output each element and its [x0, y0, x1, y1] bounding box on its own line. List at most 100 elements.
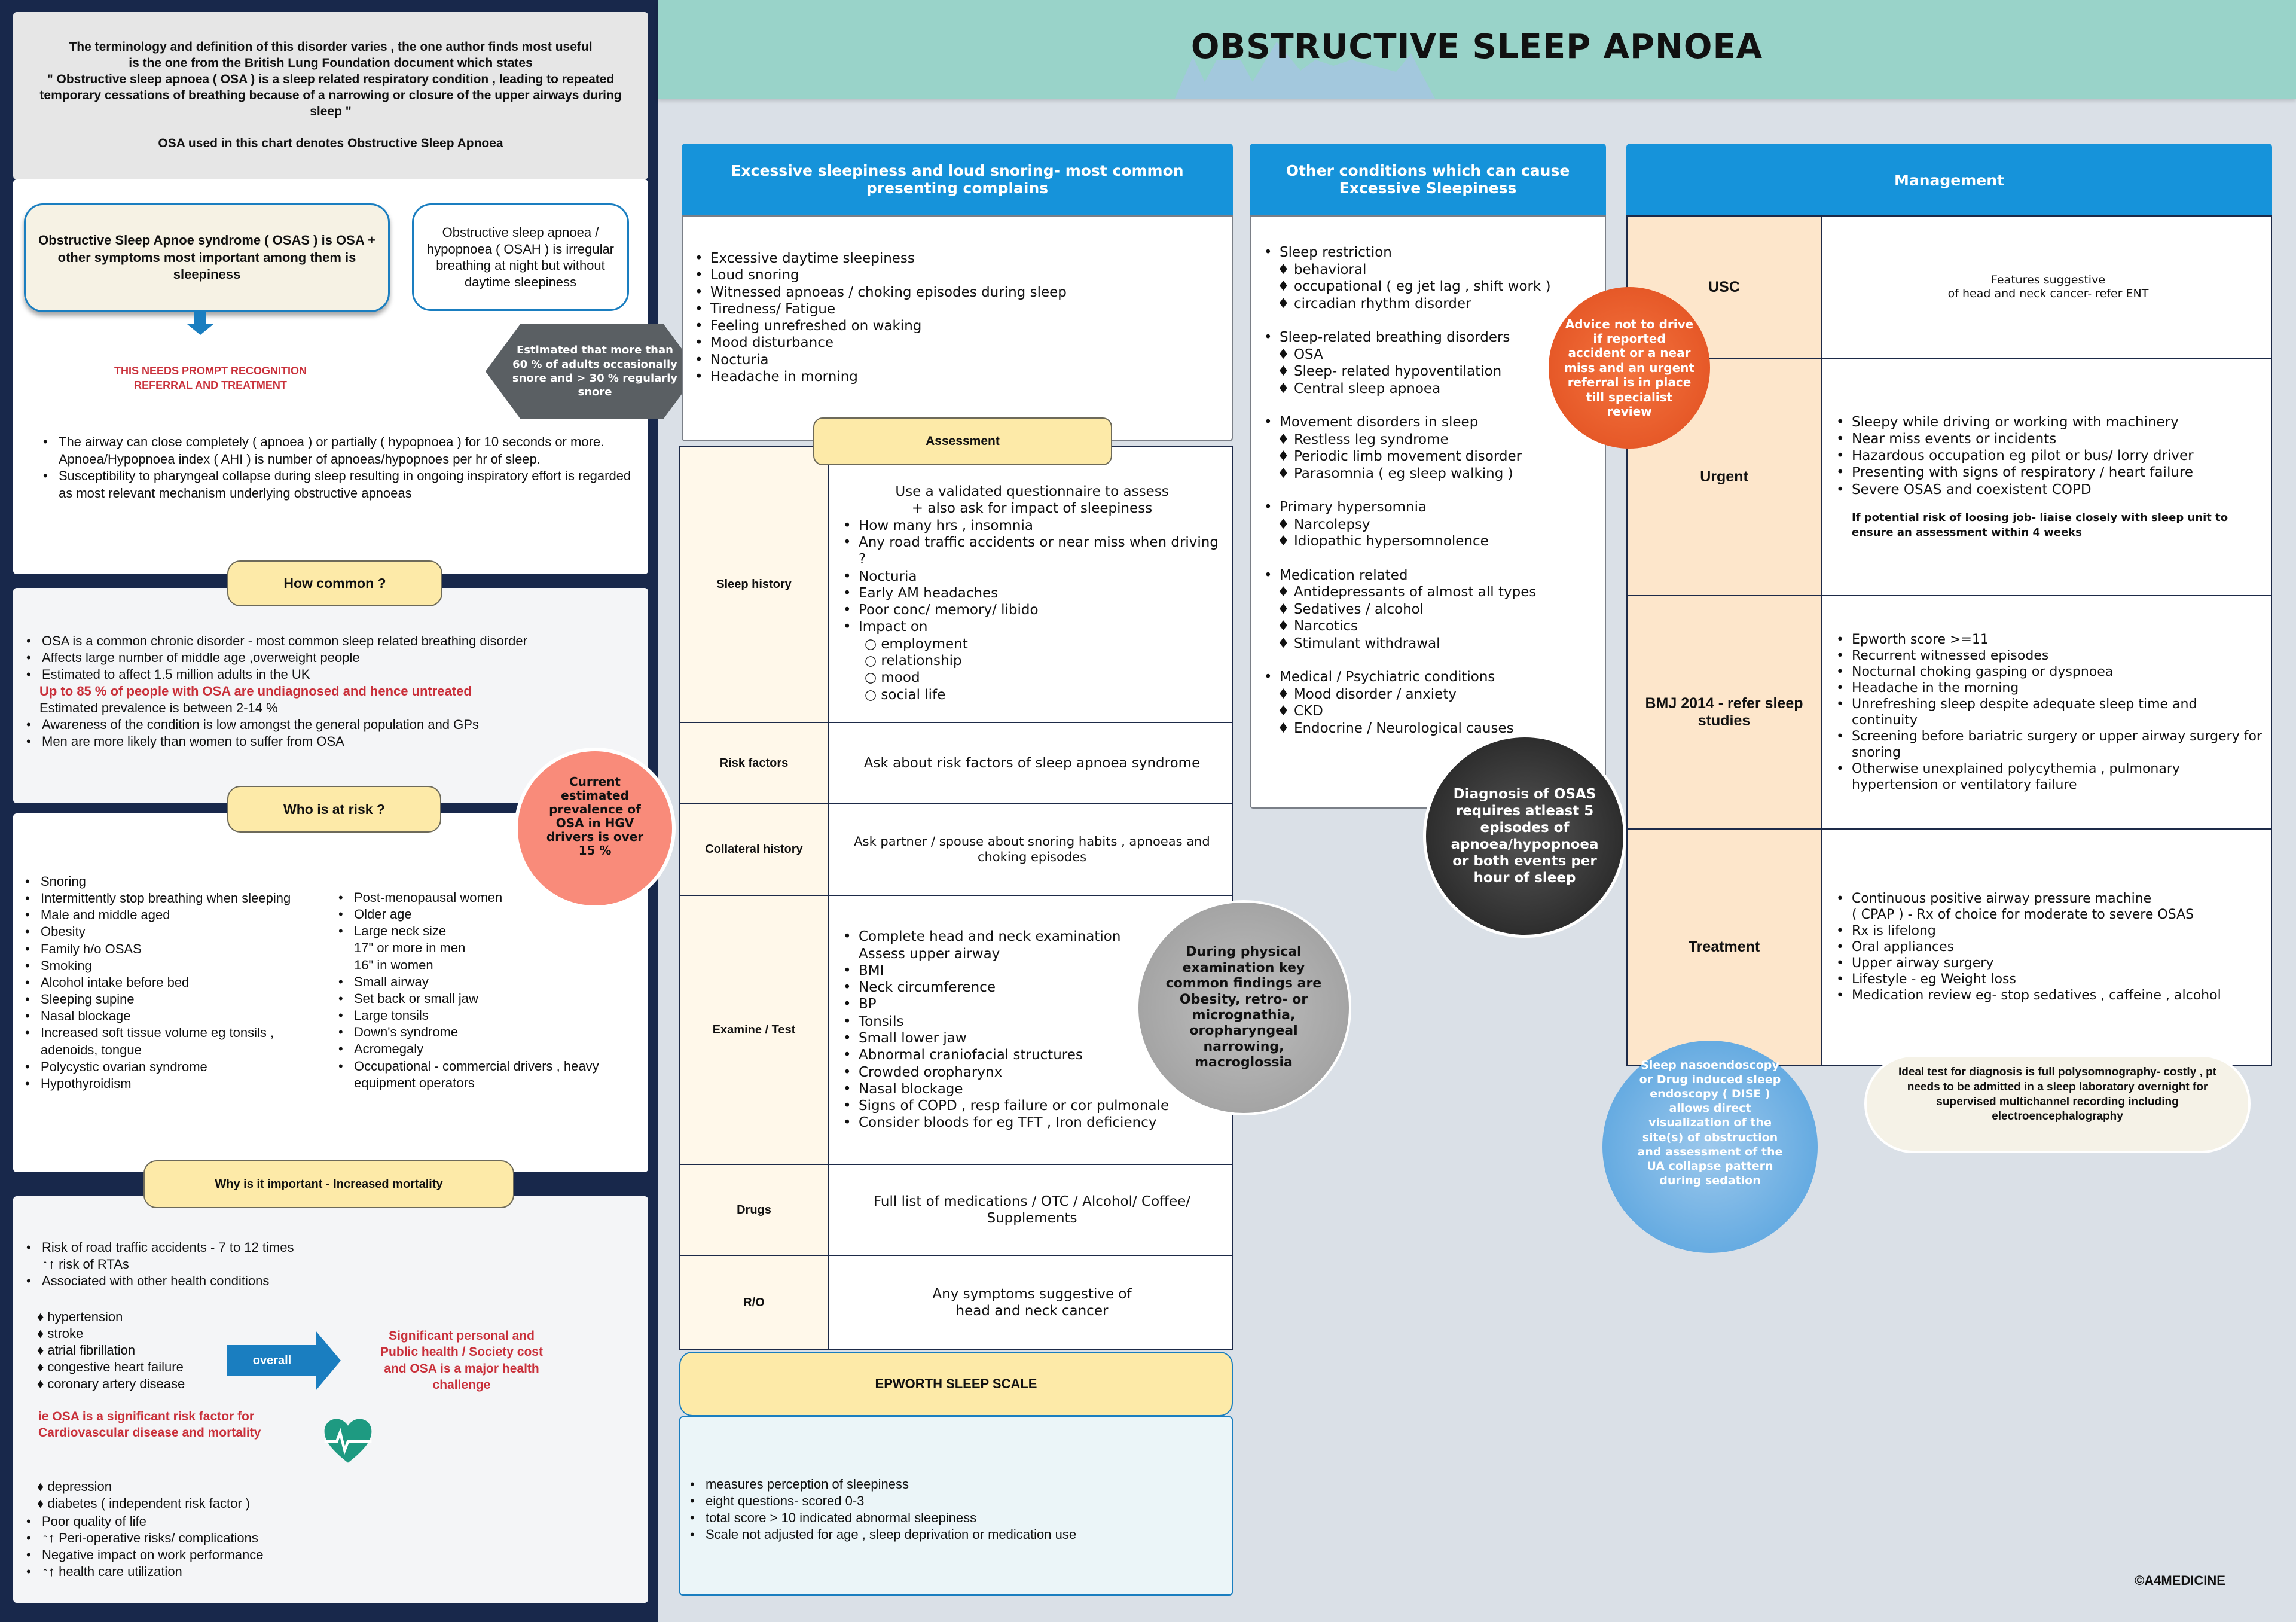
- collateral-history-label: Collateral history: [679, 803, 829, 896]
- condition-group: Sleep-related breathing disorders♦ OSA ♦ …: [1262, 329, 1551, 397]
- urgent-note: If potential risk of loosing job- liaise…: [1852, 511, 2228, 539]
- epworth-tab: EPWORTH SLEEP SCALE: [679, 1352, 1233, 1416]
- list-item: Presenting with signs of respiratory / h…: [1834, 464, 2263, 481]
- sleep-history-label: Sleep history: [679, 446, 829, 723]
- list-item: Risk of road traffic accidents - 7 to 12…: [24, 1239, 383, 1256]
- list-item: Oral appliances: [1834, 939, 2263, 955]
- list-item: Screening before bariatric surgery or up…: [1834, 728, 2263, 761]
- list-item: Witnessed apnoeas / choking episodes dur…: [692, 284, 1067, 301]
- list-item: ↑↑ health care utilization: [24, 1563, 383, 1580]
- list-item: ♦ Periodic limb movement disorder: [1277, 449, 1522, 465]
- list-item: Severe OSAS and coexistent COPD: [1834, 481, 2263, 499]
- presenting-list: Excessive daytime sleepinessLoud snoring…: [692, 250, 1067, 386]
- list-item: Polycystic ovarian syndrome: [23, 1059, 328, 1075]
- list-item: ○ relationship: [865, 653, 962, 669]
- treatment-cell: Continuous positive airway pressure mach…: [1821, 828, 2272, 1066]
- osas-definition-text: Obstructive Sleep Apnoe syndrome ( OSAS …: [38, 233, 375, 282]
- list-item: ♦ Narcolepsy: [1277, 516, 1370, 532]
- osah-definition-text: Obstructive sleep apnoea / hypopnoea ( O…: [426, 225, 615, 289]
- urgent-list: Sleepy while driving or working with mac…: [1834, 414, 2263, 499]
- list-item: Snoring: [23, 873, 328, 890]
- drugs-cell: Full list of medications / OTC / Alcohol…: [828, 1164, 1233, 1256]
- list-item: ♦ Endocrine / Neurological causes: [1277, 720, 1514, 736]
- diamond-bullet-icon: ♦: [1277, 533, 1294, 550]
- list-item: ↑↑ Peri-operative risks/ complications: [24, 1530, 383, 1547]
- neck-size-detail: 17" or more in men: [354, 940, 466, 956]
- list-item: BP: [841, 996, 1223, 1013]
- condition-group-title: Sleep-related breathing disorders: [1262, 329, 1551, 346]
- importance-tab: Why is it important - Increased mortalit…: [144, 1160, 514, 1208]
- list-item: Sleepy while driving or working with mac…: [1834, 414, 2263, 431]
- list-item: ♦ Sleep- related hypoventilation: [1277, 364, 1502, 380]
- diamond-bullet-icon: ♦: [1277, 346, 1294, 362]
- how-common-list: OSA is a common chronic disorder - most …: [24, 633, 640, 750]
- list-item: Tiredness/ Fatigue: [692, 301, 1067, 318]
- diamond-bullet-icon: ♦: [1277, 449, 1294, 465]
- list-item: ♦ Antidepressants of almost all types: [1277, 584, 1537, 600]
- diamond-bullet-icon: ♦: [1277, 364, 1294, 380]
- diamond-bullet-icon: ♦: [1277, 465, 1294, 481]
- list-item: Neck circumference: [841, 979, 1223, 996]
- impact-sub-list: ○ employment○ relationship○ mood○ social…: [841, 636, 1223, 703]
- list-item: Upper airway surgery: [1834, 955, 2263, 971]
- list-item: Nocturia: [841, 568, 1223, 586]
- circle-bullet-icon: ○: [865, 653, 881, 669]
- list-item: Affects large number of middle age ,over…: [24, 650, 640, 666]
- how-common-tab: How common ?: [227, 560, 442, 606]
- diamond-bullet-icon: ♦: [1277, 380, 1294, 397]
- risk-list-col1: SnoringIntermittently stop breathing whe…: [23, 873, 328, 1092]
- treatment-label: Treatment: [1626, 828, 1822, 1066]
- list-item: Mood disturbance: [692, 334, 1067, 352]
- diamond-bullet-icon: ♦: [37, 1309, 48, 1324]
- ro-cell: Any symptoms suggestive of head and neck…: [828, 1255, 1233, 1350]
- list-item: ♦ coronary artery disease: [37, 1376, 185, 1391]
- list-item: Alcohol intake before bed: [23, 974, 328, 991]
- diagnosis-criteria-callout: Diagnosis of OSAS requires atleast 5 epi…: [1423, 734, 1626, 938]
- bmj-label: BMJ 2014 - refer sleep studies: [1626, 595, 1822, 830]
- list-item: Sleeping supine: [23, 991, 328, 1008]
- list-item: Male and middle aged: [23, 907, 328, 923]
- list-item: ♦ OSA: [1277, 346, 1323, 362]
- page-title: OBSTRUCTIVE SLEEP APNOEA: [1190, 28, 1763, 66]
- list-item: Down's syndrome: [336, 1024, 647, 1041]
- list-item: ○ mood: [865, 670, 920, 686]
- driving-advice-callout: Advice not to drive if reported accident…: [1549, 287, 1710, 449]
- diamond-bullet-icon: ♦: [1277, 516, 1294, 532]
- list-item: Scale not adjusted for age , sleep depri…: [688, 1526, 1076, 1543]
- list-item: Consider bloods for eg TFT , Iron defici…: [841, 1114, 1223, 1132]
- circle-bullet-icon: ○: [865, 687, 881, 703]
- usc-cell: Features suggestive of head and neck can…: [1821, 215, 2272, 359]
- diamond-bullet-icon: ♦: [37, 1342, 48, 1358]
- examine-list: BMINeck circumferenceBPTonsilsSmall lowe…: [841, 962, 1223, 1132]
- list-item: ♦ hypertension: [37, 1309, 123, 1324]
- list-item: Small lower jaw: [841, 1030, 1223, 1047]
- diamond-bullet-icon: ♦: [1277, 279, 1294, 295]
- list-item: ○ employment: [865, 636, 968, 652]
- list-item: Nasal blockage: [23, 1008, 328, 1025]
- list-item: ♦ circadian rhythm disorder: [1277, 295, 1471, 312]
- rta-sub: ↑↑ risk of RTAs: [42, 1256, 129, 1272]
- heart-pulse-icon: [321, 1414, 375, 1468]
- epworth-list: measures perception of sleepinesseight q…: [688, 1476, 1076, 1544]
- presenting-header: Excessive sleepiness and loud snoring- m…: [682, 144, 1233, 215]
- list-item: Epworth score >=11: [1834, 632, 2263, 648]
- diamond-bullet-icon: ♦: [1277, 431, 1294, 447]
- presenting-box: Excessive daytime sleepinessLoud snoring…: [682, 215, 1233, 441]
- condition-group: Medication related♦ Antidepressants of a…: [1262, 567, 1551, 653]
- list-item: ♦ CKD: [1277, 703, 1323, 719]
- list-item: Impact on: [841, 618, 1223, 636]
- list-item: ♦ diabetes ( independent risk factor ): [37, 1495, 251, 1511]
- osah-definition-box: Obstructive sleep apnoea / hypopnoea ( O…: [412, 203, 629, 311]
- list-item: Feeling unrefreshed on waking: [692, 318, 1067, 335]
- list-item: ♦ Restless leg syndrome: [1277, 431, 1449, 447]
- left-panel: The terminology and definition of this d…: [0, 0, 698, 1622]
- list-item: Near miss events or incidents: [1834, 431, 2263, 448]
- condition-group: Movement disorders in sleep♦ Restless le…: [1262, 414, 1551, 482]
- other-conditions-header: Other conditions which can cause Excessi…: [1250, 144, 1606, 215]
- list-item: measures perception of sleepiness: [688, 1476, 1076, 1493]
- list-item: ♦ occupational ( eg jet lag , shift work…: [1277, 279, 1551, 295]
- osas-definition-box: Obstructive Sleep Apnoe syndrome ( OSAS …: [24, 203, 390, 312]
- overall-impact-text: Significant personal and Public health /…: [380, 1329, 543, 1392]
- list-item: Loud snoring: [692, 267, 1067, 284]
- prevalence-text: Estimated prevalence is between 2-14 %: [39, 700, 278, 715]
